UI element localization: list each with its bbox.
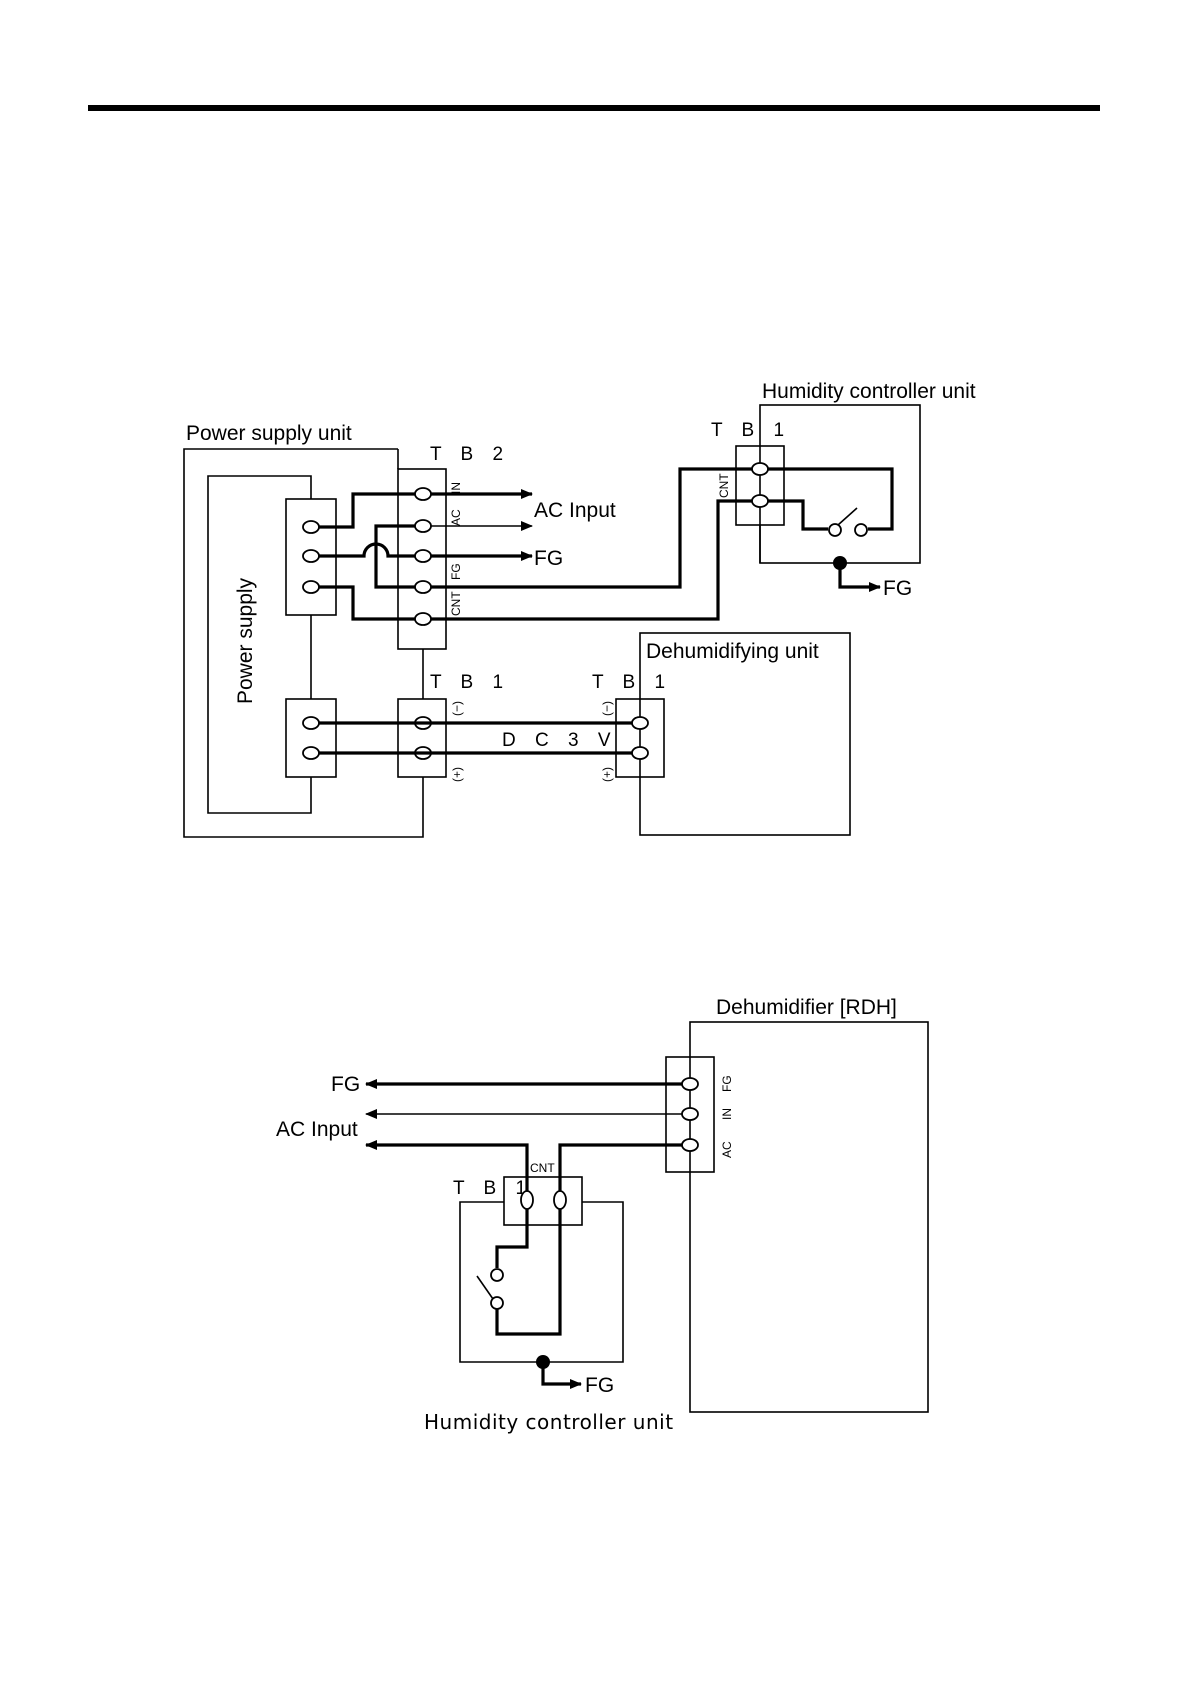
hum2-switch-contact-1 bbox=[491, 1269, 503, 1281]
rdh-ac-label: AC bbox=[720, 1141, 734, 1158]
power-supply-dc-block bbox=[286, 699, 336, 777]
tb1-psu-minus-label: (−) bbox=[450, 701, 464, 716]
rdh-fg-out-label: FG bbox=[331, 1073, 360, 1096]
rdh-wire-ac-to-cnt bbox=[560, 1145, 682, 1192]
rdh-terminal-ac bbox=[682, 1139, 698, 1151]
hum-wire-top bbox=[768, 469, 892, 529]
rdh-cnt-label: CNT bbox=[530, 1161, 555, 1175]
ps-dc-terminal-1 bbox=[303, 717, 319, 729]
humidity-controller-2-caption: Humidity controller unit bbox=[424, 1410, 674, 1434]
tb2-ac-label: AC bbox=[449, 509, 463, 526]
power-supply-label: Power supply bbox=[234, 577, 257, 704]
hum-switch-blade bbox=[838, 508, 857, 525]
dehumidifying-unit-box bbox=[640, 633, 850, 835]
tb2-label: T B 2 bbox=[430, 444, 510, 465]
fg-output-label: FG bbox=[534, 547, 563, 570]
ps-ac-terminal-3 bbox=[303, 581, 319, 593]
tb1-dehum-label: T B 1 bbox=[592, 672, 672, 693]
tb2-cnt-label: CNT bbox=[449, 591, 463, 616]
hum-switch-contact-2 bbox=[855, 524, 867, 536]
ac-input-label: AC Input bbox=[534, 499, 616, 522]
dehumidifying-unit-label: Dehumidifying unit bbox=[646, 640, 819, 663]
rdh-fg-label: FG bbox=[720, 1075, 734, 1092]
ps-dc-terminal-2 bbox=[303, 747, 319, 759]
hum2-fg-label: FG bbox=[585, 1374, 614, 1397]
tb1-hum-cnt-label: CNT bbox=[717, 473, 731, 498]
tb2-terminal-ac bbox=[415, 520, 431, 532]
humidity-controller-label: Humidity controller unit bbox=[762, 380, 976, 403]
tb1-dehum-plus-label: (+) bbox=[600, 767, 614, 782]
tb1-dehum-terminal-minus bbox=[632, 717, 648, 729]
tb2-fg-label: FG bbox=[449, 563, 463, 580]
diagram-rdh-wiring: Dehumidifier [RDH] FG IN AC FG AC Input … bbox=[276, 996, 928, 1434]
tb1-hum-terminal-1 bbox=[752, 463, 768, 475]
tb1-psu-block bbox=[398, 699, 446, 777]
dehumidifier-label: Dehumidifier [RDH] bbox=[716, 996, 897, 1019]
wire-cnt1-to-hum bbox=[431, 469, 752, 587]
tb1-dehum-terminal-plus bbox=[632, 747, 648, 759]
rdh-terminal-fg bbox=[682, 1078, 698, 1090]
rdh-in-label: IN bbox=[720, 1108, 734, 1120]
power-supply-unit-box bbox=[184, 449, 423, 837]
tb1-psu-label: T B 1 bbox=[430, 672, 510, 693]
hum2-terminal-2 bbox=[554, 1191, 566, 1209]
power-supply-unit-label: Power supply unit bbox=[186, 422, 352, 445]
dc3v-label: D C 3 V bbox=[502, 730, 618, 751]
diagram-power-supply-wiring: Power supply unit Power supply T B 2 IN … bbox=[184, 380, 976, 837]
tb2-terminal-cnt-1 bbox=[415, 581, 431, 593]
tb1-hum-label: T B 1 bbox=[711, 420, 791, 441]
tb2-terminal-cnt-2 bbox=[415, 613, 431, 625]
hum2-switch-blade bbox=[477, 1276, 493, 1299]
hum-switch-contact-1 bbox=[829, 524, 841, 536]
tb1-hum-terminal-2 bbox=[752, 495, 768, 507]
tb1-dehum-minus-label: (−) bbox=[600, 701, 614, 716]
tb2-terminal-fg bbox=[415, 550, 431, 562]
rdh-terminal-in bbox=[682, 1108, 698, 1120]
rdh-ac-input-label: AC Input bbox=[276, 1118, 358, 1141]
tb2-terminal-in bbox=[415, 488, 431, 500]
ps-ac-terminal-2 bbox=[303, 550, 319, 562]
ps-ac-terminal-1 bbox=[303, 521, 319, 533]
tb1-psu-plus-label: (+) bbox=[450, 767, 464, 782]
hum-fg-label: FG bbox=[883, 577, 912, 600]
humidity-controller-2-box bbox=[460, 1202, 623, 1362]
hum2-terminal-1 bbox=[521, 1191, 533, 1209]
power-supply-box bbox=[208, 476, 311, 813]
tb2-in-label: IN bbox=[449, 482, 463, 494]
wire-ps2-to-fg bbox=[319, 544, 415, 556]
hum2-wire-1 bbox=[497, 1209, 527, 1268]
